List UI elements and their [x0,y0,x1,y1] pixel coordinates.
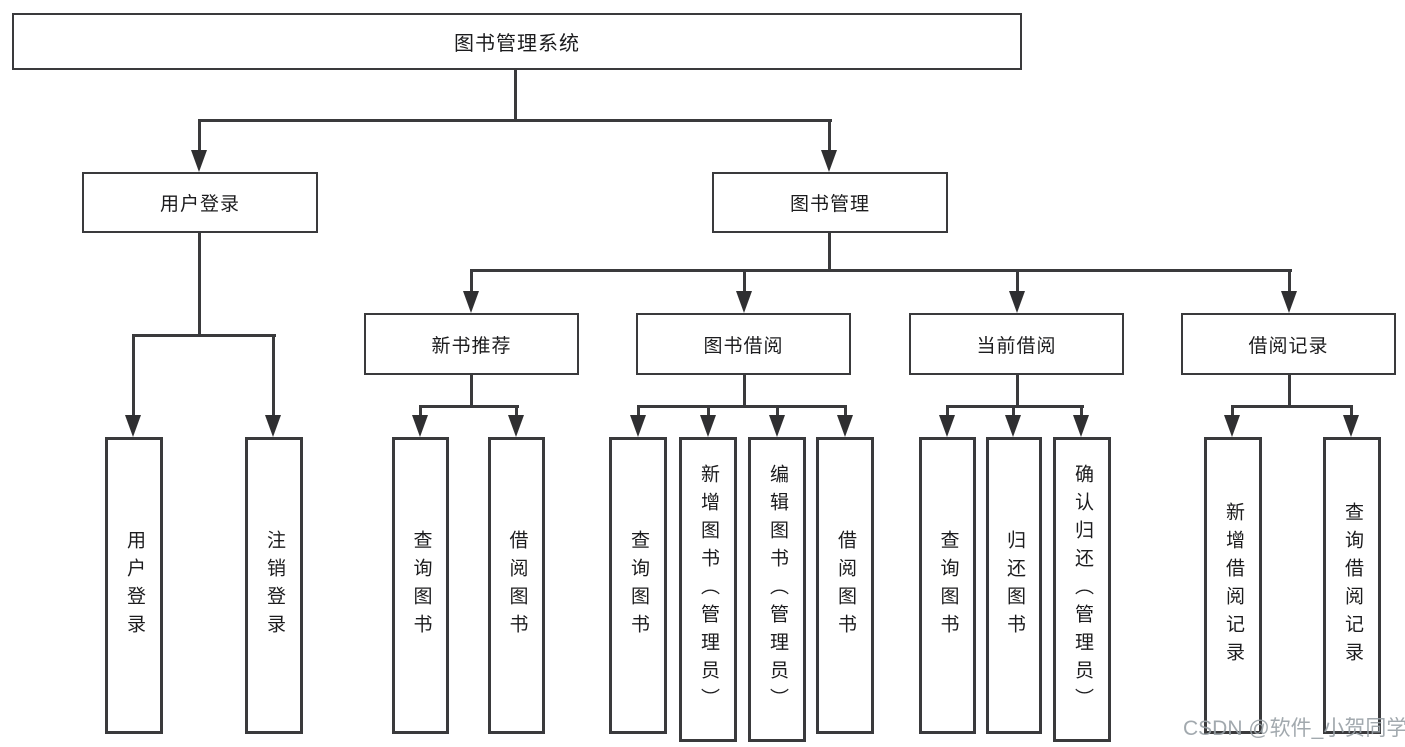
arrowhead-down-icon [837,415,853,437]
arrowhead-down-icon [700,415,716,437]
node-current-borrow: 当前借阅 [909,313,1124,375]
connector-borrow-records-stem [1288,375,1291,408]
connector-to-leaf-login [132,334,135,418]
connector-to-book-borrow [743,269,746,295]
leaf-add-borrow-record: 新增借阅记录 [1204,437,1262,734]
connector-book-mgmt-stem [828,232,831,272]
connector-current-borrow-branch [946,405,1084,408]
arrowhead-down-icon [630,415,646,437]
connector-drop [1231,405,1234,419]
connector-to-new-book-rec [470,269,473,295]
arrowhead-down-icon [1281,291,1297,313]
connector-drop [844,405,847,419]
connector-root-stem [514,69,517,122]
node-label: 图书管理 [789,194,870,215]
arrowhead-down-icon [736,291,752,313]
node-label: 借阅图书 [834,529,856,642]
node-label: 当前借阅 [976,335,1057,357]
leaf-confirm-return-admin: 确认归还（管理员） [1053,437,1111,742]
arrowhead-down-icon [191,150,207,172]
arrowhead-down-icon [1009,291,1025,313]
leaf-borrow-books-2: 借阅图书 [816,437,874,734]
node-label: 注销登录 [263,529,285,642]
node-label: 新书推荐 [431,335,512,357]
connector-book-mgmt-branch [470,269,1292,272]
connector-drop [776,405,779,419]
connector-drop [1350,405,1353,419]
arrowhead-down-icon [939,415,955,437]
leaf-borrow-books-1: 借阅图书 [488,437,545,734]
arrowhead-down-icon [769,415,785,437]
node-root: 图书管理系统 [12,13,1022,70]
arrowhead-down-icon [1073,415,1089,437]
leaf-query-borrow-record: 查询借阅记录 [1323,437,1381,734]
connector-drop [1012,405,1015,419]
arrowhead-down-icon [125,415,141,437]
arrowhead-down-icon [463,291,479,313]
connector-drop [419,405,422,419]
node-book-mgmt: 图书管理 [712,172,948,233]
leaf-query-books-2: 查询图书 [609,437,667,734]
connector-current-borrow-stem [1016,375,1019,408]
node-label: 确认归还（管理员） [1071,463,1093,716]
node-label: 图书管理系统 [454,33,580,55]
connector-book-borrow-stem [743,375,746,408]
node-label: 借阅记录 [1248,335,1329,357]
connector-book-borrow-branch [637,405,847,408]
node-user-login: 用户登录 [82,172,318,233]
connector-to-current-borrow [1016,269,1019,295]
node-label: 新增图书（管理员） [697,463,719,716]
arrowhead-down-icon [1005,415,1021,437]
leaf-add-book-admin: 新增图书（管理员） [679,437,737,742]
connector-user-login-branch [132,334,276,337]
connector-drop [707,405,710,419]
node-label: 用户登录 [123,529,145,642]
node-new-book-rec: 新书推荐 [364,313,579,375]
connector-to-book-mgmt [828,119,831,152]
arrowhead-down-icon [1224,415,1240,437]
leaf-query-books-1: 查询图书 [392,437,449,734]
arrowhead-down-icon [412,415,428,437]
connector-to-leaf-logout [272,334,275,418]
connector-new-book-rec-stem [470,375,473,408]
leaf-edit-book-admin: 编辑图书（管理员） [748,437,806,742]
connector-to-user-login [198,119,201,152]
watermark: CSDN @软件_小贺同学 [1183,717,1405,740]
node-book-borrow: 图书借阅 [636,313,851,375]
connector-user-login-stem [198,232,201,337]
connector-drop [946,405,949,419]
node-label: 归还图书 [1003,529,1025,642]
node-label: 用户登录 [159,194,240,215]
node-label: 借阅图书 [506,529,528,642]
node-borrow-records: 借阅记录 [1181,313,1396,375]
leaf-user-login: 用户登录 [105,437,163,734]
node-label: 查询图书 [937,529,959,642]
connector-drop [637,405,640,419]
node-label: 查询图书 [410,529,432,642]
connector-drop [1080,405,1083,419]
arrowhead-down-icon [265,415,281,437]
arrowhead-down-icon [821,150,837,172]
node-label: 新增借阅记录 [1222,501,1244,670]
arrowhead-down-icon [1343,415,1359,437]
leaf-return-book: 归还图书 [986,437,1042,734]
arrowhead-down-icon [508,415,524,437]
connector-drop [515,405,518,419]
node-label: 查询图书 [627,529,649,642]
node-label: 图书借阅 [703,335,784,357]
connector-new-book-rec-branch [419,405,519,408]
connector-to-borrow-records [1288,269,1291,295]
leaf-logout: 注销登录 [245,437,303,734]
leaf-query-books-3: 查询图书 [919,437,976,734]
node-label: 查询借阅记录 [1341,501,1363,670]
node-label: 编辑图书（管理员） [766,463,788,716]
connector-root-branch [198,119,832,122]
connector-borrow-records-branch [1231,405,1353,408]
